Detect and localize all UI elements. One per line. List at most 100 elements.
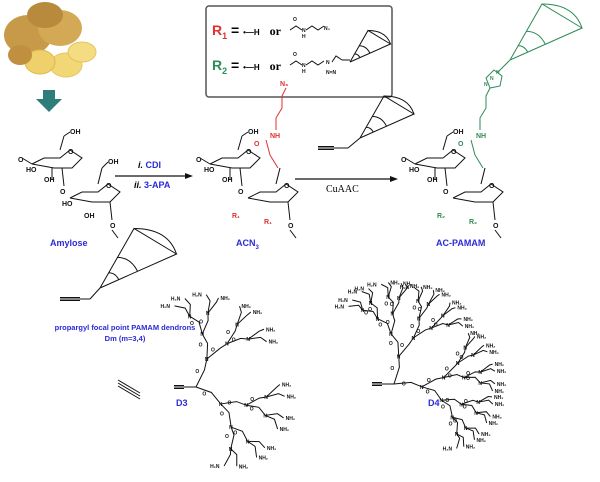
terminal-amine-label: NH₂: [476, 438, 485, 444]
dendron-branch: NH₂: [480, 362, 504, 373]
amide-oxygen-label: O: [449, 422, 453, 428]
dendron-branch: H₂N: [338, 298, 364, 311]
atom-label: OH: [453, 129, 464, 136]
amide-oxygen-label: O: [416, 329, 420, 335]
dendron-branch: ON: [199, 332, 209, 360]
bond: [201, 312, 209, 335]
step1-conditions: i. CDI: [138, 160, 161, 170]
atom-label: N: [302, 28, 306, 34]
atom-label: N: [302, 63, 306, 69]
wedge-arc: [383, 95, 415, 115]
branch-nitrogen-label: N: [386, 295, 390, 301]
amide-oxygen-label: O: [427, 378, 431, 384]
terminal-amine-label: NH₂: [435, 288, 444, 294]
bond: [421, 377, 444, 388]
branch-nitrogen-label: N: [416, 299, 420, 305]
terminal-amine-label: NH₂: [239, 464, 248, 470]
terminal-amine-label: NH₂: [495, 362, 504, 368]
bond: [248, 336, 267, 343]
bond: [480, 167, 486, 185]
dendron-caption-line1: propargyl focal point PAMAM dendrons: [54, 323, 196, 332]
bond: [195, 358, 208, 388]
dendron-branch: NH₂: [447, 317, 473, 326]
dendron-branch: ON: [384, 295, 394, 314]
r-group-legend-box: [205, 5, 393, 98]
terminal-amine-label: H₂N: [338, 298, 348, 304]
bond: [442, 307, 456, 316]
dendron-branch: ON: [452, 416, 468, 432]
dendron-branch: NH₂: [480, 368, 506, 375]
bond: [331, 55, 343, 63]
terminal-amine-label: NH₂: [242, 304, 251, 310]
dendron-branch: ON: [398, 336, 416, 357]
atom-label: O: [238, 189, 244, 196]
branch-nitrogen-label: N: [390, 312, 394, 318]
bond: [390, 333, 400, 357]
bond: [205, 294, 211, 314]
terminal-amine-label: NH₂: [267, 446, 276, 452]
bond: [195, 386, 222, 405]
dendron-branch: H₂N: [171, 297, 191, 317]
bond: [414, 149, 466, 169]
amide-oxygen-label: O: [202, 391, 206, 397]
bond: [305, 60, 325, 66]
bond: [220, 401, 247, 406]
branch-nitrogen-label: N: [476, 400, 480, 406]
terminal-amine-label: H₂N: [443, 447, 453, 453]
bond: [456, 433, 461, 449]
bond: [31, 149, 83, 169]
terminal-amine-label: NH₂: [494, 395, 503, 401]
terminal-amine-label: NH₂: [287, 394, 296, 400]
dendron-wedge-icon: [359, 95, 416, 139]
bond: [117, 379, 141, 394]
bond: [418, 303, 430, 319]
atom-label: OH: [222, 177, 233, 184]
amide-oxygen-label: O: [226, 330, 230, 336]
bond: [413, 327, 432, 339]
dendron-branch: H₂N: [367, 282, 389, 298]
triazole-atom: N: [484, 82, 488, 88]
terminal-amine-label: NH₂: [280, 427, 289, 433]
bond: [387, 282, 392, 298]
step2-prefix: ii.: [134, 180, 142, 190]
amide-oxygen-label: O: [431, 318, 435, 324]
bond: [457, 354, 474, 364]
bond: [201, 333, 209, 360]
bond: [247, 440, 266, 449]
branch-nitrogen-label: N: [376, 317, 380, 323]
bond: [480, 382, 494, 392]
d4-label: D4: [428, 398, 440, 408]
branch-nitrogen-label: N: [369, 301, 373, 307]
dendron-branch: NH₂: [442, 306, 467, 316]
bond: [239, 167, 243, 187]
bond: [480, 379, 496, 385]
bond: [392, 297, 400, 314]
dendron-branch: ON: [195, 386, 223, 408]
branch-nitrogen-label: N: [397, 296, 401, 302]
reaction-arrow-2: [295, 176, 398, 182]
bond: [413, 318, 420, 338]
bond: [226, 324, 238, 344]
bond: [245, 396, 267, 406]
dendron-branch: NH₂: [428, 288, 445, 305]
terminal-amine-label: NH₂: [463, 317, 472, 323]
atom-label: O: [196, 157, 202, 164]
dendron-branch: NH₂: [476, 412, 498, 427]
terminal-amine-label: NH₂: [477, 334, 486, 340]
ac-pamam-label: AC-PAMAM: [436, 238, 486, 248]
atom-label: NH: [476, 133, 486, 140]
amide-oxygen-label: O: [199, 342, 203, 348]
terminal-amine-label: NH₂: [470, 331, 479, 337]
branch-nitrogen-label: N: [235, 322, 239, 328]
bond: [266, 393, 285, 398]
amide-oxygen-label: O: [402, 381, 406, 387]
bond: [398, 283, 404, 298]
dendron-branch: ON: [386, 312, 396, 335]
bond: [441, 398, 462, 405]
branch-nitrogen-label: N: [456, 361, 460, 367]
